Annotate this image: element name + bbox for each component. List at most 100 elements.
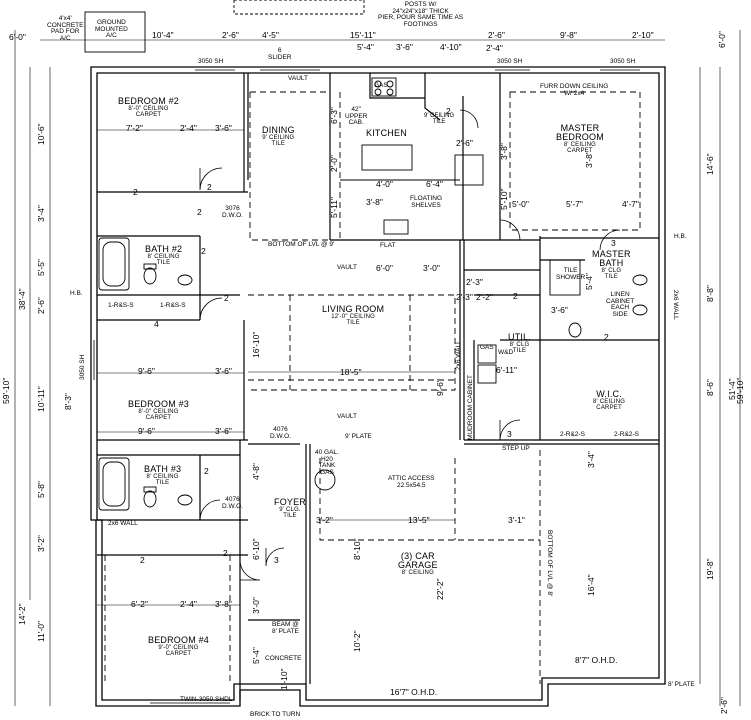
room-name-2: BATH <box>599 258 624 268</box>
room-label-dining: DINING 9' CEILING TILE <box>262 126 295 148</box>
dim-foyer-2: 3'-0" <box>251 597 261 614</box>
dim-master-3: 5'-0" <box>512 199 529 209</box>
dim-right-inner-1: 14'-6" <box>705 153 715 175</box>
dim-b2-0: 7'-2" <box>126 123 143 133</box>
door-tag-e: 2 <box>224 293 229 303</box>
dim-top-6: 9'-8" <box>560 30 577 40</box>
note-line: SHOWER <box>556 273 586 281</box>
door-tag-k: 3 <box>507 429 512 439</box>
note-line: CONCRETE <box>47 21 84 29</box>
dim-master-1: 3'-8" <box>499 143 509 160</box>
dim-b4-2: 3'-8" <box>215 599 232 609</box>
note-line: EACH <box>611 304 630 311</box>
room-ceiling: 8' CEILING <box>593 399 626 405</box>
room-name: FOYER <box>274 497 307 507</box>
dim-kitchen-4: 5'-11" <box>329 196 339 218</box>
dim-b2-1: 2'-4" <box>180 123 197 133</box>
room-name: UTIL. <box>508 332 532 342</box>
room-label-kitchen: KITCHEN <box>366 129 407 138</box>
closet-2rs-a: 2-R&2-S <box>560 431 585 438</box>
room-ceiling: 12'-0" CEILING <box>331 314 375 320</box>
room-floor: TILE <box>283 513 297 519</box>
posts-note: POSTS W/ 24"x24"x18" THICK PIER, POUR SA… <box>378 1 463 28</box>
mudroom-cabinet-note: MUDROOM CABINET <box>467 375 475 440</box>
room-label-bedroom4: BEDROOM #4 9'-0" CEILING CARPET <box>148 636 209 658</box>
dim-garage-0: 13'-5" <box>408 515 430 525</box>
room-label-master-bath: MASTER BATH 8' CLG TILE <box>592 250 631 281</box>
dim-garage-4: 8'-10" <box>352 538 362 560</box>
dim-left-inner-7: 11'-0" <box>36 620 46 642</box>
note-line: PAD FOR <box>51 28 80 35</box>
dim-b3-2: 9'-6" <box>138 426 155 436</box>
door-swings <box>199 109 621 581</box>
note-line: CABINET <box>606 297 635 305</box>
dim-top-1: 10'-4" <box>152 30 174 40</box>
room-ceiling: 9'-0" CEILING <box>158 645 199 651</box>
note-line: TILE <box>432 119 446 125</box>
dim-left-mid-0: 38'-4" <box>17 288 27 310</box>
dim-living-4: 9'-6" <box>435 379 445 396</box>
vault-note: VAULT <box>337 264 357 271</box>
dim-foyer-4: 1'-10" <box>279 668 289 690</box>
washer-dryer-note: W&D <box>498 349 514 356</box>
note-line: ATTIC ACCESS <box>388 475 435 482</box>
dim-top2-1: 3'-6" <box>396 42 413 52</box>
dim-left-b3: 8'-3" <box>63 393 73 410</box>
dim-right-inner-0: 6'-0" <box>717 31 727 48</box>
hose-bib-left: H.B. <box>70 290 83 297</box>
dim-foyer-1: 6'-10" <box>251 538 261 560</box>
dim-util-3: 3'-8" <box>584 151 594 168</box>
room-name: BATH #2 <box>145 244 183 254</box>
door-tag-m: 2 <box>446 106 451 116</box>
dim-b4-0: 6'-2" <box>131 599 148 609</box>
door-type: D.W.O. <box>270 432 291 440</box>
dim-garage-3: 16'-4" <box>586 574 596 596</box>
dimension-lines <box>14 30 741 706</box>
concrete-note: CONCRETE <box>265 655 302 662</box>
room-floor: TILE <box>604 274 619 280</box>
room-floor: CARPET <box>135 112 162 118</box>
plate-8-note: 8' PLATE <box>668 681 695 688</box>
dim-left-outer: 59'-10" <box>1 377 11 404</box>
room-floor: TILE <box>155 480 170 486</box>
exterior-walls <box>90 66 666 707</box>
slider-note: 6 SLIDER <box>268 47 291 61</box>
linen-cabinet-note: LINEN CABINET EACH SIDE <box>606 291 635 318</box>
tile-shower-note: TILE SHOWER <box>556 267 586 281</box>
dim-top-4: 15'-11" <box>350 30 376 40</box>
note-line: W/ 2x4 <box>564 89 585 97</box>
room-label-bedroom2: BEDROOM #2 8'-0" CEILING CARPET <box>118 97 179 119</box>
room-name-2: GARAGE <box>398 560 438 570</box>
dim-garage-6: 22'-2" <box>435 578 445 600</box>
dim-right-inner-3: 8'-6" <box>705 379 715 396</box>
ac-pad-note: 4'x4' CONCRETE PAD FOR A/C <box>47 15 84 42</box>
dim-util-0: 2'-3" <box>466 277 483 287</box>
room-ceiling: 8'-0" CEILING <box>128 106 169 112</box>
dim-garage-5: 10'-2" <box>352 630 362 652</box>
room-floor: TILE <box>512 348 527 354</box>
bottom-lvl-8-note: BOTTOM OF LVL @ 8' <box>546 530 553 597</box>
room-ceiling: 9' CEILING <box>262 135 295 141</box>
door-tag-a: 2 <box>133 187 138 197</box>
wall-2x6-note-3: 2x6 WALL <box>108 520 138 527</box>
room-name: (3) CAR <box>400 551 435 561</box>
room-floor: TILE <box>156 260 171 266</box>
flat-note: FLAT <box>380 242 396 249</box>
brick-note: BRICK TO TURN <box>250 711 301 718</box>
dim-living-0: 18'-5" <box>340 367 362 377</box>
note-line: CAB. <box>348 119 364 126</box>
room-ceiling: 8' CLG <box>601 268 622 274</box>
room-label-bath3: BATH #3 8' CEILING TILE <box>144 464 182 487</box>
door-tag-c: 2 <box>197 207 202 217</box>
room-ceiling: 8' CLG <box>509 342 530 348</box>
note-line: FOOTINGS <box>403 20 438 28</box>
dim-kitchen-1: 2'-0" <box>329 155 339 172</box>
beam-note: BEAM @ 8' PLATE <box>272 621 299 635</box>
note-line: MUDROOM <box>467 404 474 440</box>
note-line: 6 <box>277 47 282 54</box>
note-line: A/C <box>59 34 71 42</box>
room-name: BATH #3 <box>144 464 182 474</box>
vault-note-3: VAULT <box>288 75 308 82</box>
dim-misc-2: 2'-3" <box>456 292 473 302</box>
room-floor: TILE <box>346 320 360 326</box>
